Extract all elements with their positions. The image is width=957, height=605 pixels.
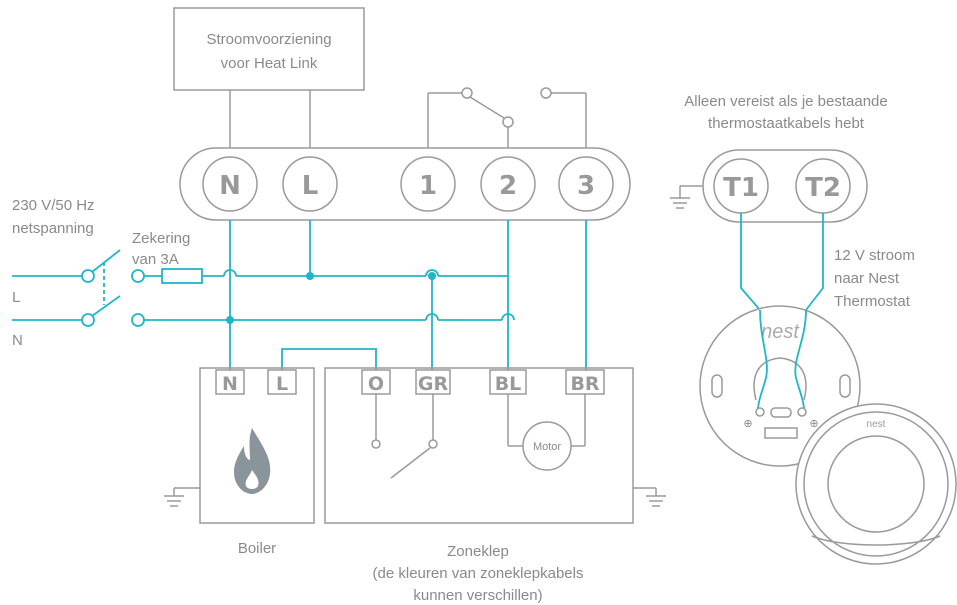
zone-valve-label-line1: Zoneklep	[447, 543, 509, 560]
nest-device-logo: nest	[867, 419, 886, 430]
fuse-line2: van 3A	[132, 251, 179, 268]
terminal-t2-label: T2	[805, 173, 841, 203]
power-supply-line1: Stroomvoorziening	[206, 31, 331, 48]
svg-text:⊕: ⊕	[743, 418, 752, 430]
boiler-terminal-l: L	[276, 373, 288, 395]
motor-label: Motor	[533, 441, 561, 453]
thermostat-note-line2: thermostaatkabels hebt	[708, 115, 865, 132]
thermostat-terminal-strip: T1 T2	[670, 149, 868, 223]
fuse-icon	[161, 268, 203, 284]
mains-wiring	[12, 220, 587, 370]
heat-link-terminal-strip: N L 1 2 3	[179, 147, 631, 221]
valve-terminal-bl: BL	[495, 373, 522, 395]
t1-wire	[740, 213, 761, 311]
power-supply-line2: voor Heat Link	[221, 55, 318, 72]
valve-terminal-o: O	[368, 373, 384, 395]
t2-wire	[805, 213, 824, 311]
motor-icon	[522, 421, 572, 471]
zone-valve-label-line2: (de kleuren van zoneklepkabels	[373, 565, 584, 582]
terminal-1	[400, 156, 456, 212]
svg-text:⊕: ⊕	[809, 418, 818, 430]
mains-live-label: L	[12, 289, 20, 306]
boiler-terminal-n: N	[222, 373, 238, 395]
stroom-note-line2: naar Nest	[834, 270, 900, 287]
terminal-3	[558, 156, 614, 212]
valve-terminal-gr: GR	[418, 373, 449, 395]
fuse-line1: Zekering	[132, 230, 190, 247]
terminal-3-label: 3	[577, 171, 595, 201]
zone-valve-box: O GR BL BR Motor	[324, 367, 666, 524]
flame-icon	[234, 428, 271, 494]
valve-terminal-br: BR	[570, 373, 599, 395]
terminal-l	[282, 156, 338, 212]
terminal-t1-label: T1	[723, 173, 759, 203]
terminal-n-label: N	[219, 171, 241, 201]
power-supply-box: Stroomvoorziening voor Heat Link	[173, 7, 365, 91]
nest-backplate-logo: nest	[761, 321, 800, 343]
terminal-1-label: 1	[419, 171, 437, 201]
zone-valve-label-line3: kunnen verschillen)	[413, 587, 542, 604]
boiler-box: N L	[164, 367, 315, 524]
nest-thermostat-icon: nest	[795, 403, 957, 565]
relay-switch	[427, 87, 587, 148]
terminal-2	[480, 156, 536, 212]
thermostat-note-line1: Alleen vereist als je bestaande	[684, 93, 887, 110]
mains-line1: 230 V/50 Hz	[12, 197, 95, 214]
mains-neutral-label: N	[12, 332, 23, 349]
terminal-2-label: 2	[499, 171, 517, 201]
stroom-note-line3: Thermostat	[834, 293, 911, 310]
terminal-n	[202, 156, 258, 212]
boiler-label: Boiler	[238, 540, 276, 557]
mains-line2: netspanning	[12, 220, 94, 237]
stroom-note-line1: 12 V stroom	[834, 247, 915, 264]
terminal-l-label: L	[302, 171, 319, 201]
